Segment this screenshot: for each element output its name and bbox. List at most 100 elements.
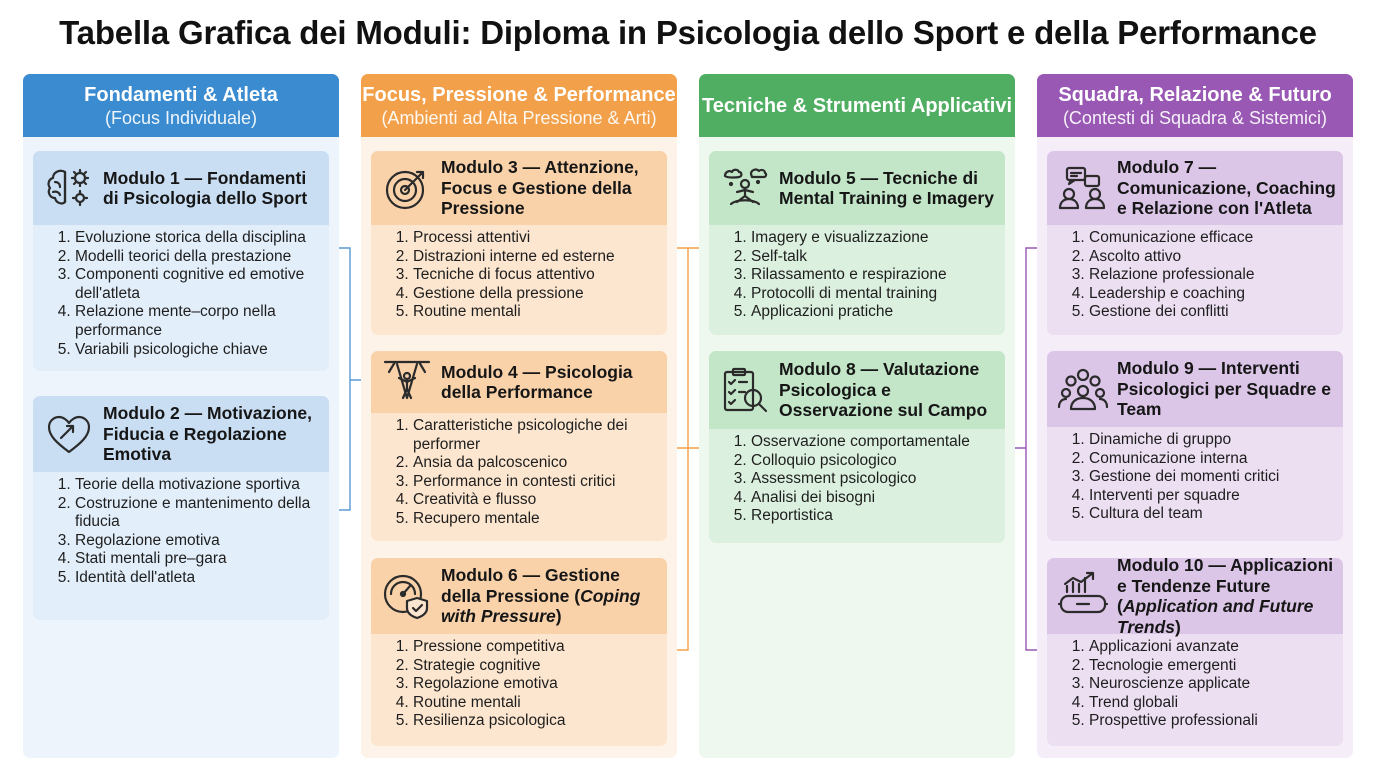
module-topics: Caratteristiche psicologiche dei perform… <box>371 413 667 535</box>
topic-item: Neuroscienze applicate <box>1089 675 1337 694</box>
topic-item: Ascolto attivo <box>1089 248 1337 267</box>
module-topics: Teorie della motivazione sportiva Costru… <box>33 472 329 594</box>
module-card-9[interactable]: Modulo 9 — Interventi Psicologici per Sq… <box>1047 351 1343 541</box>
topic-item: Dinamiche di gruppo <box>1089 431 1337 450</box>
column-fondamenti: Fondamenti & Atleta (Focus Individuale) … <box>23 74 339 758</box>
module-card-8[interactable]: Modulo 8 — Valutazione Psicologica e Oss… <box>709 351 1005 543</box>
topic-item: Identità dell'atleta <box>75 569 323 588</box>
module-card-header: Modulo 10 — Applicazioni e Tendenze Futu… <box>1047 558 1343 637</box>
module-topics: Evoluzione storica della disciplina Mode… <box>33 225 329 365</box>
topic-item: Interventi per squadre <box>1089 487 1337 506</box>
topic-item: Creatività e flusso <box>413 491 661 510</box>
module-topics: Comunicazione efficace Ascolto attivo Re… <box>1047 225 1343 328</box>
module-card-3[interactable]: Modulo 3 — Attenzione, Focus e Gestione … <box>371 151 667 335</box>
target-icon <box>379 160 435 216</box>
topic-item: Routine mentali <box>413 303 661 322</box>
topic-item: Stati mentali pre–gara <box>75 550 323 569</box>
topic-item: Resilienza psicologica <box>413 712 661 731</box>
topic-item: Caratteristiche psicologiche dei perform… <box>413 417 661 454</box>
module-title: Modulo 2 — Motivazione, Fiducia e Regola… <box>103 403 313 465</box>
module-topics: Osservazione comportamentale Colloquio p… <box>709 429 1005 532</box>
column-header: Focus, Pressione & Performance (Ambienti… <box>361 74 677 137</box>
topic-item: Teorie della motivazione sportiva <box>75 476 323 495</box>
module-card-1[interactable]: Modulo 1 — Fondamenti di Psicologia dell… <box>33 151 329 371</box>
clipboard-search-icon <box>717 362 773 418</box>
topic-item: Comunicazione efficace <box>1089 229 1337 248</box>
module-card-header: Modulo 5 — Tecniche di Mental Training e… <box>709 151 1005 225</box>
topic-item: Tecniche di focus attentivo <box>413 266 661 285</box>
topic-item: Variabili psicologiche chiave <box>75 341 323 360</box>
topic-item: Imagery e visualizzazione <box>751 229 999 248</box>
topic-item: Pressione competitiva <box>413 638 661 657</box>
module-card-2[interactable]: Modulo 2 — Motivazione, Fiducia e Regola… <box>33 396 329 620</box>
module-topics: Dinamiche di gruppo Comunicazione intern… <box>1047 427 1343 530</box>
column-focus-pressione: Focus, Pressione & Performance (Ambienti… <box>361 74 677 758</box>
topic-item: Comunicazione interna <box>1089 450 1337 469</box>
topic-item: Leadership e coaching <box>1089 285 1337 304</box>
module-card-10[interactable]: Modulo 10 — Applicazioni e Tendenze Futu… <box>1047 558 1343 746</box>
topic-item: Applicazioni pratiche <box>751 303 999 322</box>
module-title: Modulo 9 — Interventi Psicologici per Sq… <box>1117 358 1331 420</box>
column-title: Focus, Pressione & Performance <box>362 83 676 106</box>
module-card-header: Modulo 3 — Attenzione, Focus e Gestione … <box>371 151 667 225</box>
module-title: Modulo 3 — Attenzione, Focus e Gestione … <box>441 157 639 219</box>
topic-item: Costruzione e mantenimento della fiducia <box>75 495 323 532</box>
module-card-5[interactable]: Modulo 5 — Tecniche di Mental Training e… <box>709 151 1005 335</box>
team-group-icon <box>1055 361 1111 417</box>
topic-item: Reportistica <box>751 507 999 526</box>
topic-item: Prospettive professionali <box>1089 712 1337 731</box>
module-card-7[interactable]: Modulo 7 — Comunicazione, Coaching e Rel… <box>1047 151 1343 335</box>
performer-spotlight-icon <box>379 354 435 410</box>
module-card-4[interactable]: Modulo 4 — Psicologia della Performance … <box>371 351 667 541</box>
topic-item: Applicazioni avanzate <box>1089 638 1337 657</box>
heart-arrow-icon <box>41 406 97 462</box>
column-header: Tecniche & Strumenti Applicativi <box>699 74 1015 137</box>
topic-item: Assessment psicologico <box>751 470 999 489</box>
topic-item: Gestione della pressione <box>413 285 661 304</box>
topic-item: Regolazione emotiva <box>413 675 661 694</box>
module-topics: Applicazioni avanzate Tecnologie emergen… <box>1047 634 1343 737</box>
module-title: Modulo 8 — Valutazione Psicologica e Oss… <box>779 359 988 421</box>
topic-item: Recupero mentale <box>413 510 661 529</box>
topic-item: Relazione professionale <box>1089 266 1337 285</box>
topic-item: Analisi dei bisogni <box>751 489 999 508</box>
column-subtitle: (Ambienti ad Alta Pressione & Arti) <box>381 107 657 128</box>
topic-item: Modelli teorici della prestazione <box>75 248 323 267</box>
topic-item: Regolazione emotiva <box>75 532 323 551</box>
topic-item: Colloquio psicologico <box>751 452 999 471</box>
column-header: Squadra, Relazione & Futuro (Contesti di… <box>1037 74 1353 137</box>
module-title: Modulo 1 — Fondamenti di Psicologia dell… <box>103 167 308 209</box>
column-subtitle: (Contesti di Squadra & Sistemici) <box>1062 107 1328 128</box>
topic-item: Ansia da palcoscenico <box>413 454 661 473</box>
topic-item: Evoluzione storica della disciplina <box>75 229 323 248</box>
column-header: Fondamenti & Atleta (Focus Individuale) <box>23 74 339 137</box>
module-card-header: Modulo 1 — Fondamenti di Psicologia dell… <box>33 151 329 225</box>
module-title: Modulo 7 — Comunicazione, Coaching e Rel… <box>1117 157 1336 219</box>
module-title: Modulo 10 — Applicazioni e Tendenze Futu… <box>1117 558 1334 637</box>
page-title: Tabella Grafica dei Moduli: Diploma in P… <box>59 14 1317 51</box>
topic-item: Componenti cognitive ed emotive dell'atl… <box>75 266 323 303</box>
column-title: Squadra, Relazione & Futuro <box>1058 83 1332 106</box>
topic-item: Rilassamento e respirazione <box>751 266 999 285</box>
module-card-header: Modulo 8 — Valutazione Psicologica e Oss… <box>709 351 1005 429</box>
vr-chart-icon <box>1055 568 1111 624</box>
column-title: Tecniche & Strumenti Applicativi <box>701 94 1013 117</box>
topic-item: Self-talk <box>751 248 999 267</box>
topic-item: Strategie cognitive <box>413 657 661 676</box>
column-subtitle: (Focus Individuale) <box>104 107 258 128</box>
module-topics: Processi attentivi Distrazioni interne e… <box>371 225 667 328</box>
module-card-header: Modulo 9 — Interventi Psicologici per Sq… <box>1047 351 1343 427</box>
topic-item: Distrazioni interne ed esterne <box>413 248 661 267</box>
column-tecniche-strumenti: Tecniche & Strumenti Applicativi Modulo … <box>699 74 1015 758</box>
module-card-header: Modulo 4 — Psicologia della Performance <box>371 351 667 413</box>
module-card-header: Modulo 6 — Gestione della Pressione (Cop… <box>371 558 667 634</box>
column-title: Fondamenti & Atleta <box>84 83 278 106</box>
module-card-6[interactable]: Modulo 6 — Gestione della Pressione (Cop… <box>371 558 667 746</box>
topic-item: Routine mentali <box>413 694 661 713</box>
module-card-header: Modulo 7 — Comunicazione, Coaching e Rel… <box>1047 151 1343 225</box>
column-squadra-relazione: Squadra, Relazione & Futuro (Contesti di… <box>1037 74 1353 758</box>
chat-people-icon <box>1055 160 1111 216</box>
brain-gears-icon <box>41 160 97 216</box>
gauge-shield-icon <box>379 568 435 624</box>
topic-item: Trend globali <box>1089 694 1337 713</box>
